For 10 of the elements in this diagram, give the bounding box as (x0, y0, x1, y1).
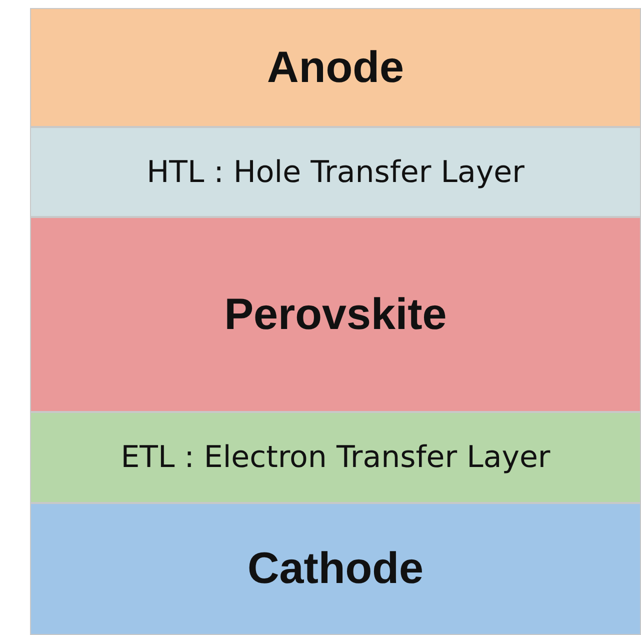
perovskite-layer (30, 217, 641, 412)
layer-label: Cathode (248, 544, 424, 594)
hole-transfer-layer (30, 127, 641, 217)
layer-label: ETL : Electron Transfer Layer (120, 440, 550, 475)
electron-transfer-layer (30, 412, 641, 503)
anode-layer (30, 8, 641, 127)
cathode-layer (30, 503, 641, 635)
layer-label: Anode (267, 42, 404, 92)
layer-label: Perovskite (224, 290, 447, 340)
layer-label: HTL : Hole Transfer Layer (146, 154, 524, 190)
